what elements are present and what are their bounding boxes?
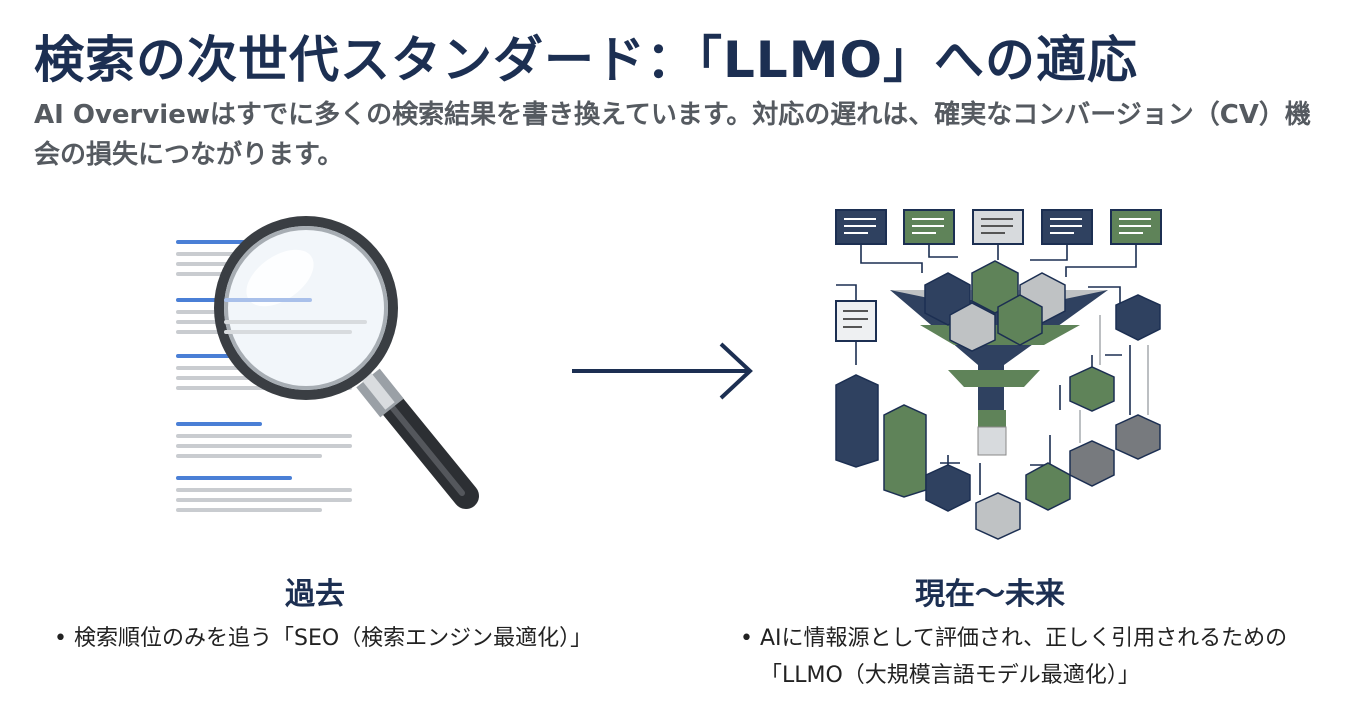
ai-funnel-information-synthesis-icon bbox=[830, 205, 1170, 549]
future-heading: 現在〜未来 bbox=[915, 577, 1065, 612]
right-arrow-icon bbox=[566, 336, 756, 410]
page-title: 検索の次世代スタンダード：「LLMO」への適応 bbox=[34, 31, 1138, 89]
bullet-dot: • bbox=[740, 626, 753, 651]
past-bullet: • 検索順位のみを追う「SEO（検索エンジン最適化）」 bbox=[54, 620, 594, 657]
past-bullet-text: 検索順位のみを追う「SEO（検索エンジン最適化）」 bbox=[74, 626, 593, 651]
magnifying-glass-over-search-results-icon bbox=[160, 208, 490, 532]
bullet-dot: • bbox=[54, 626, 67, 651]
past-heading: 過去 bbox=[285, 577, 345, 612]
page-subtitle: AI Overviewはすでに多くの検索結果を書き換えています。対応の遅れは、確… bbox=[34, 100, 1311, 170]
future-bullet-text: AIに情報源として評価され、正しく引用されるための「LLMO（大規模言語モデル最… bbox=[760, 626, 1288, 688]
future-bullet: • AIに情報源として評価され、正しく引用されるための「LLMO（大規模言語モデ… bbox=[740, 620, 1320, 694]
